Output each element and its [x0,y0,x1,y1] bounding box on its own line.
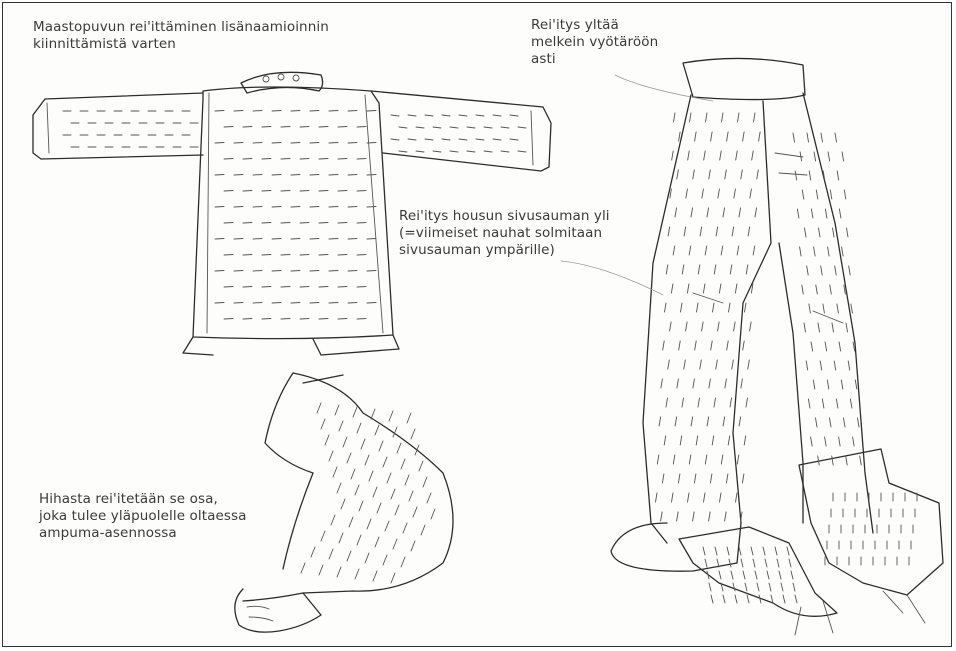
side-seam-caption: Rei'itys housun sivusauman yli (=viimeis… [399,208,610,259]
trousers-drawing [561,58,943,635]
waist-caption: Rei'itys yltää melkein vyötäröön asti [531,17,658,68]
jacket-caption: Maastopuvun rei'ittäminen lisänaamioinni… [33,19,329,53]
perforation-sketch [3,3,952,647]
sleeve-caption: Hihasta rei'itetään se osa, joka tulee y… [39,491,247,542]
sleeve-drawing [235,373,453,632]
